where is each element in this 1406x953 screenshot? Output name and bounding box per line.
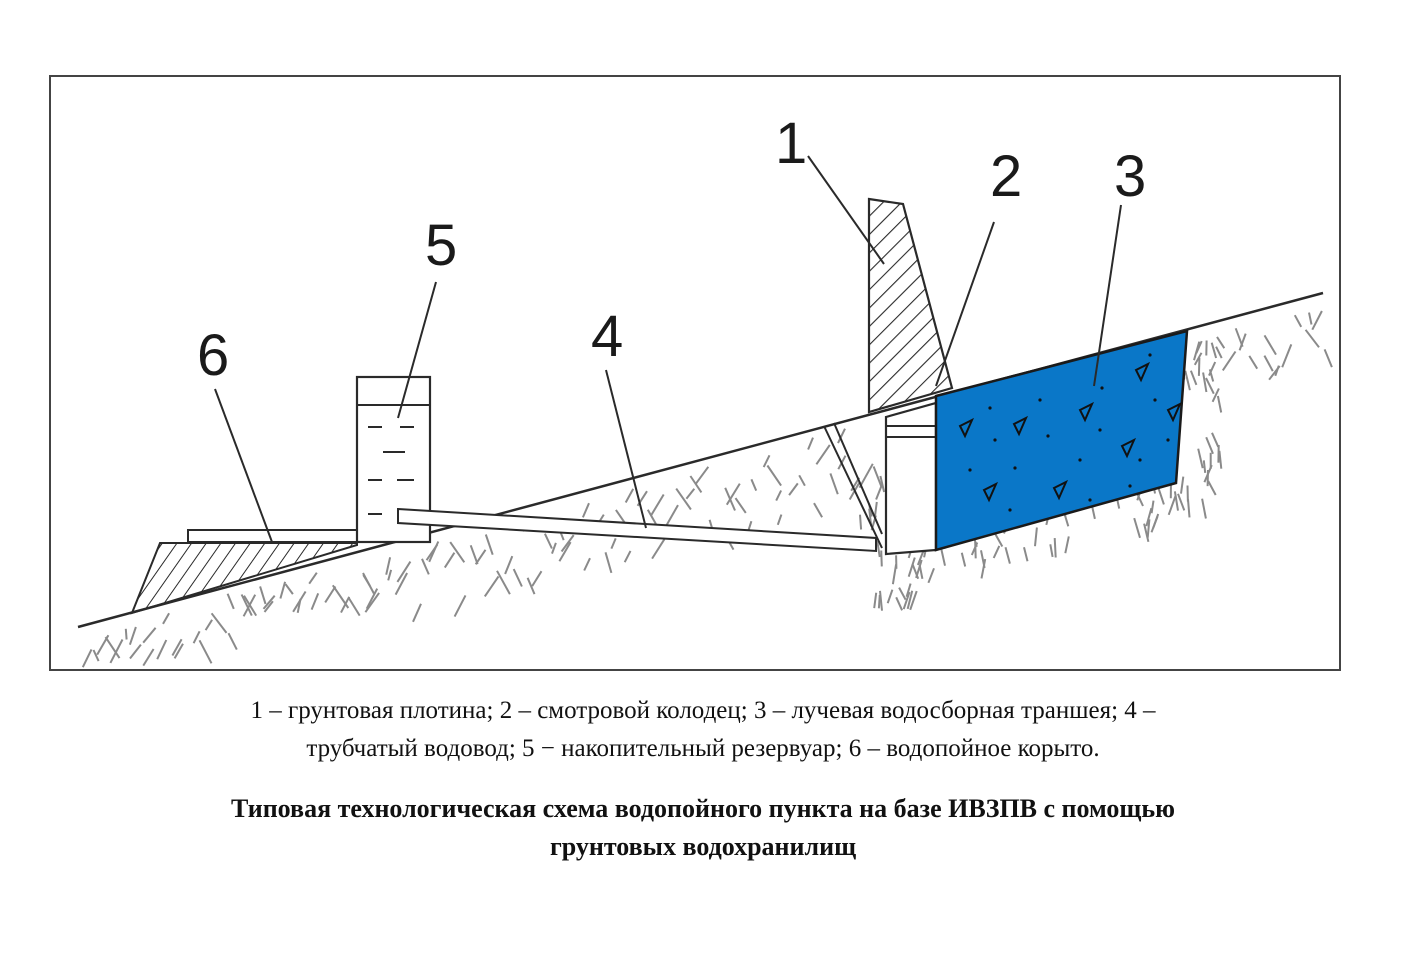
pipe-water-line bbox=[397, 507, 877, 553]
label-pipe: 4 bbox=[591, 304, 623, 369]
leader-lines bbox=[214, 155, 1122, 543]
caption-line-2: грунтовых водохранилищ bbox=[549, 832, 857, 861]
earth-dam bbox=[867, 197, 954, 414]
watering-trough bbox=[187, 529, 358, 543]
diagram-frame bbox=[49, 75, 1341, 671]
storage-reservoir bbox=[355, 375, 432, 544]
label-dam: 1 bbox=[775, 111, 807, 176]
caption-line-1: Типовая технологическая схема водопойног… bbox=[231, 794, 1175, 823]
label-reservoir: 5 bbox=[425, 213, 457, 278]
label-trench: 3 bbox=[1114, 144, 1146, 209]
legend: 1 – грунтовая плотина; 2 – смотровой кол… bbox=[120, 692, 1286, 768]
trench-gravel-marks bbox=[958, 353, 1183, 512]
inspection-well bbox=[884, 401, 938, 556]
well-support-lines bbox=[823, 422, 883, 549]
collector-trench bbox=[934, 329, 1189, 552]
figure-caption: Типовая технологическая схема водопойног… bbox=[120, 790, 1286, 866]
legend-line-2: трубчатый водовод; 5 − накопительный рез… bbox=[306, 735, 1100, 762]
label-trough: 6 bbox=[197, 323, 229, 388]
legend-line-1: 1 – грунтовая плотина; 2 – смотровой кол… bbox=[250, 697, 1156, 724]
label-well: 2 bbox=[990, 144, 1022, 209]
